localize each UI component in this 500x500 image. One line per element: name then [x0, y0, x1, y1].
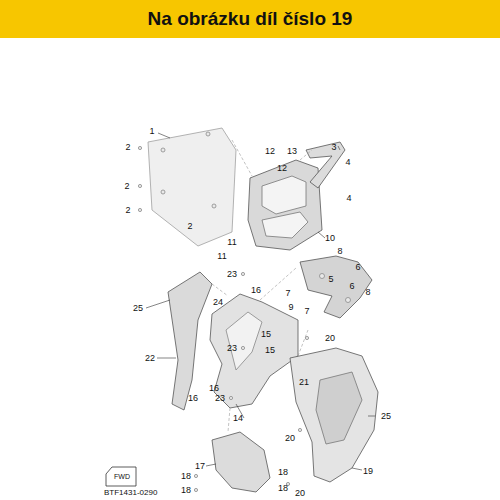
- fwd-icon: [106, 467, 136, 486]
- callout-number: 1: [149, 126, 154, 136]
- callout-number: 2: [187, 221, 192, 231]
- callout-number: 18: [278, 483, 288, 493]
- callout-number: 2: [125, 205, 130, 215]
- callout-number: 18: [181, 485, 191, 495]
- callout-number: 3: [331, 142, 336, 152]
- drawing-code: BTF1431-0290: [104, 488, 157, 498]
- callout-number: 23: [227, 343, 237, 353]
- callout-number: 11: [227, 237, 236, 247]
- callout-number: 11: [217, 251, 226, 261]
- callout-number: 19: [363, 466, 373, 476]
- callout-number: 4: [346, 193, 351, 203]
- callout-number: 15: [261, 329, 271, 339]
- callout-number: 5: [328, 274, 333, 284]
- title: Na obrázku díl číslo 19: [0, 0, 500, 38]
- callout-number: 10: [325, 233, 335, 243]
- callout-number: 2: [124, 181, 129, 191]
- callout-number: 13: [287, 146, 297, 156]
- callout-number: 8: [337, 246, 342, 256]
- callout-number: 17: [195, 461, 205, 471]
- callout-number: 9: [288, 302, 293, 312]
- callout-number: 23: [227, 269, 237, 279]
- callout-number: 6: [349, 281, 354, 291]
- callout-number: 8: [365, 287, 370, 297]
- callout-number: 12: [265, 146, 275, 156]
- callout-number: 25: [381, 411, 391, 421]
- callout-number: 24: [213, 297, 223, 307]
- callout-number: 18: [278, 467, 288, 477]
- callout-number: 7: [304, 306, 309, 316]
- callout-number: 14: [233, 413, 243, 423]
- callout-number: 7: [285, 288, 290, 298]
- callout-number: 20: [325, 333, 335, 343]
- callout-number: 18: [181, 471, 191, 481]
- callout-number: 23: [215, 393, 225, 403]
- callout-number: 12: [277, 163, 287, 173]
- callout-number: 20: [295, 488, 305, 498]
- callout-number: 20: [285, 433, 295, 443]
- callout-number: 2: [125, 142, 130, 152]
- callout-number: 16: [188, 393, 198, 403]
- callout-number: 15: [265, 345, 275, 355]
- callout-number: 21: [299, 377, 309, 387]
- callout-number: 25: [133, 303, 143, 313]
- callout-number: 4: [345, 157, 350, 167]
- callout-number: 22: [145, 353, 155, 363]
- callout-number: 6: [355, 262, 360, 272]
- drawing-code: FWD: [114, 472, 130, 482]
- callout-number: 16: [209, 383, 219, 393]
- callout-number: 16: [251, 285, 261, 295]
